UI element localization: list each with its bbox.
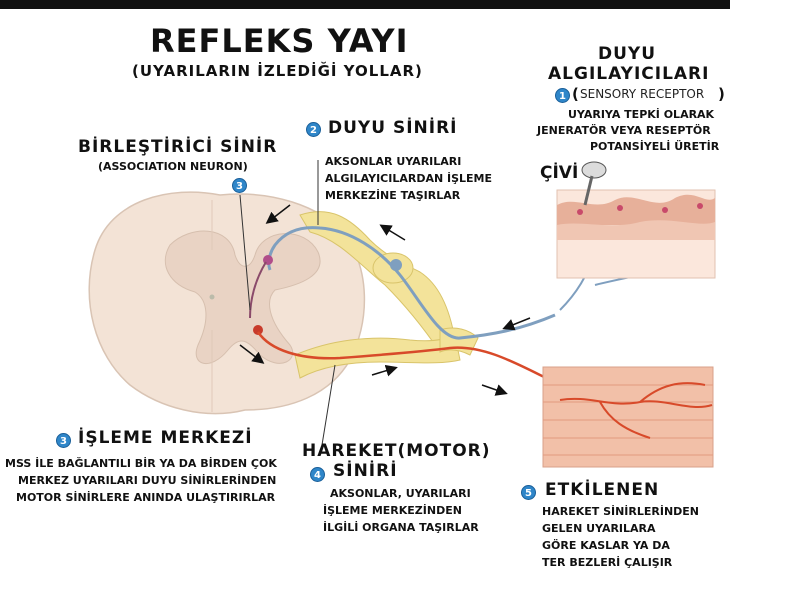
motor-nerve-title-2: SİNİRİ [333,461,398,481]
sensory-nerve-title: DUYU SİNİRİ [328,118,458,138]
processing-desc-3: MOTOR SİNİRLERE ANINDA ULAŞTIRIRLAR [16,491,276,504]
processing-center-title: İŞLEME MERKEZİ [78,428,253,448]
nail-label: ÇİVİ [540,163,579,183]
effector-desc-1: HAREKET SİNİRLERİNDEN [542,505,700,518]
motor-nerve-title: HAREKET(MOTOR) [302,441,491,461]
nail-icon [581,161,607,206]
step-3-badge-processing: 3 [56,433,71,448]
effector-desc-2: GELEN UYARILARA [542,522,656,535]
motor-neuron-body [253,325,263,335]
sensory-axon [267,226,556,340]
page-title: REFLEKS YAYI [150,22,409,60]
effector-desc-4: TER BEZLERİ ÇALIŞIR [542,556,673,569]
effector-title: ETKİLENEN [545,480,660,500]
step-3-badge-association: 3 [232,178,247,193]
sensory-nerve-desc-1: AKSONLAR UYARILARI [325,155,462,168]
sensory-nerve-root [299,211,456,353]
receptor-title-line2: ALGILAYICILARI [548,64,710,84]
top-bar [0,0,730,9]
effector-desc-3: GÖRE KASLAR YA DA [542,539,670,552]
motor-desc-3: İLGİLİ ORGANA TAŞIRLAR [323,521,479,534]
receptor-title-line1: DUYU [598,44,657,64]
page-subtitle: (UYARILARIN İZLEDİĞİ YOLLAR) [132,62,423,80]
processing-desc-2: MERKEZ UYARILARI DUYU SİNİRLERİNDEN [18,474,277,487]
sensory-nerve-desc-3: MERKEZİNE TAŞIRLAR [325,189,461,202]
step-5-badge: 5 [521,485,536,500]
skin-tissue [556,189,716,279]
receptor-desc-2: JENERATÖR VEYA RESEPTÖR [537,124,711,137]
motor-desc-2: İŞLEME MERKEZİNDEN [323,504,462,517]
step-1-badge: 1 [555,88,570,103]
motor-desc-1: AKSONLAR, UYARILARI [330,487,471,500]
processing-desc-1: MSS İLE BAĞLANTILI BİR YA DA BİRDEN ÇOK [5,457,277,470]
receptor-desc-1: UYARIYA TEPKİ OLARAK [568,108,715,121]
association-neuron-subtitle: (ASSOCIATION NEURON) [98,160,248,173]
receptor-desc-3: POTANSİYELİ ÜRETİR [590,140,720,153]
muscle-tissue [542,366,714,468]
association-neuron-title: BİRLEŞTİRİCİ SİNİR [78,137,278,157]
step-4-badge: 4 [310,467,325,482]
paren-open: ( [572,85,579,103]
paren-close: ) [718,85,725,103]
step-2-badge: 2 [306,122,321,137]
sensory-nerve-desc-2: ALGILAYICILARDAN İŞLEME [325,172,493,185]
sensory-receptor-label: SENSORY RECEPTOR [580,87,705,101]
